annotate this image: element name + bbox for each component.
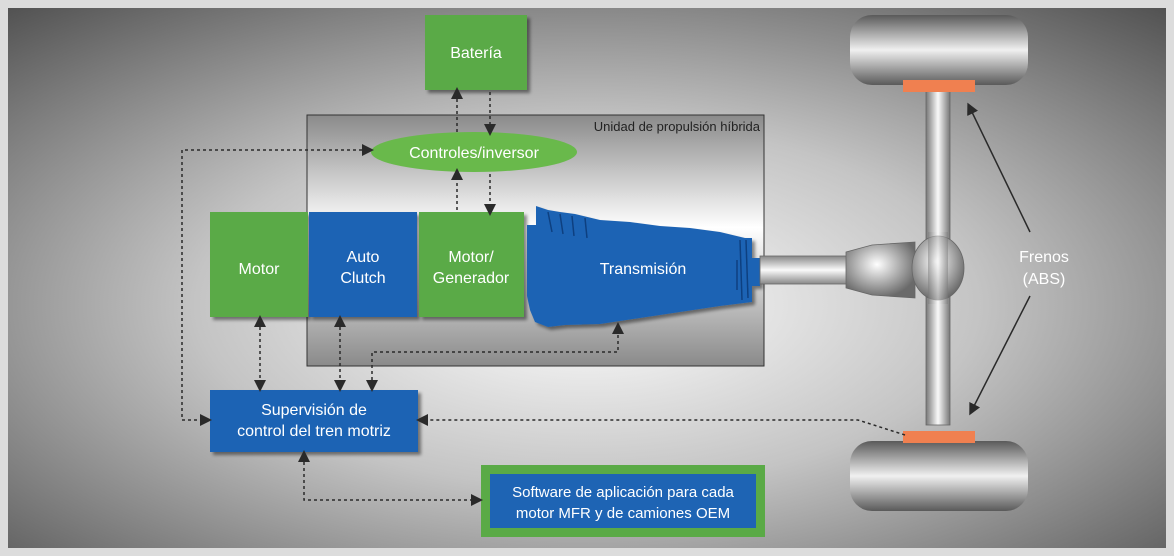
supervision-label-line1: Supervisión de [261,402,367,419]
drive-shaft [759,255,853,285]
auto-clutch-label-line1: Auto [347,249,380,266]
top-brake-pad [903,80,975,92]
engine-label: Motor [239,261,281,278]
powertrain-supervision-box [210,390,418,452]
brakes-label-line2: (ABS) [1023,271,1066,288]
software-supervision-link [298,450,483,506]
auto-clutch-label-line2: Clutch [340,270,385,287]
motor-generator-label-line2: Generador [433,270,510,287]
transmission-label: Transmisión [600,261,687,278]
supervision-label-line2: control del tren motriz [237,423,391,440]
software-label-line1: Software de aplicación para cada [512,484,734,501]
controls-inverter-oval [371,132,577,172]
brake-arrow-bottom [969,295,1031,416]
transmission-shape [527,206,760,327]
motor-generator-box [419,212,524,317]
battery-label: Batería [450,45,502,62]
battery-box [425,15,527,90]
motor-generator-label-line1: Motor/ [448,249,494,266]
bottom-brake-pad [903,431,975,443]
differential-housing [845,241,916,299]
hybrid-unit-label: Unidad de propulsión híbrida [594,119,761,134]
brakes-label-line1: Frenos [1019,249,1069,266]
controls-supervision-link [181,144,374,426]
top-tire [850,15,1028,85]
transmission-supervision-link [366,322,624,392]
software-label-line2: motor MFR y de camiones OEM [516,505,730,522]
brake-arrow-top [967,102,1031,233]
bottom-tire [850,441,1028,511]
software-inner-box [490,474,756,528]
brake-supervision-link [416,414,906,436]
controls-inverter-label: Controles/inversor [409,145,540,162]
connectors [181,87,906,506]
